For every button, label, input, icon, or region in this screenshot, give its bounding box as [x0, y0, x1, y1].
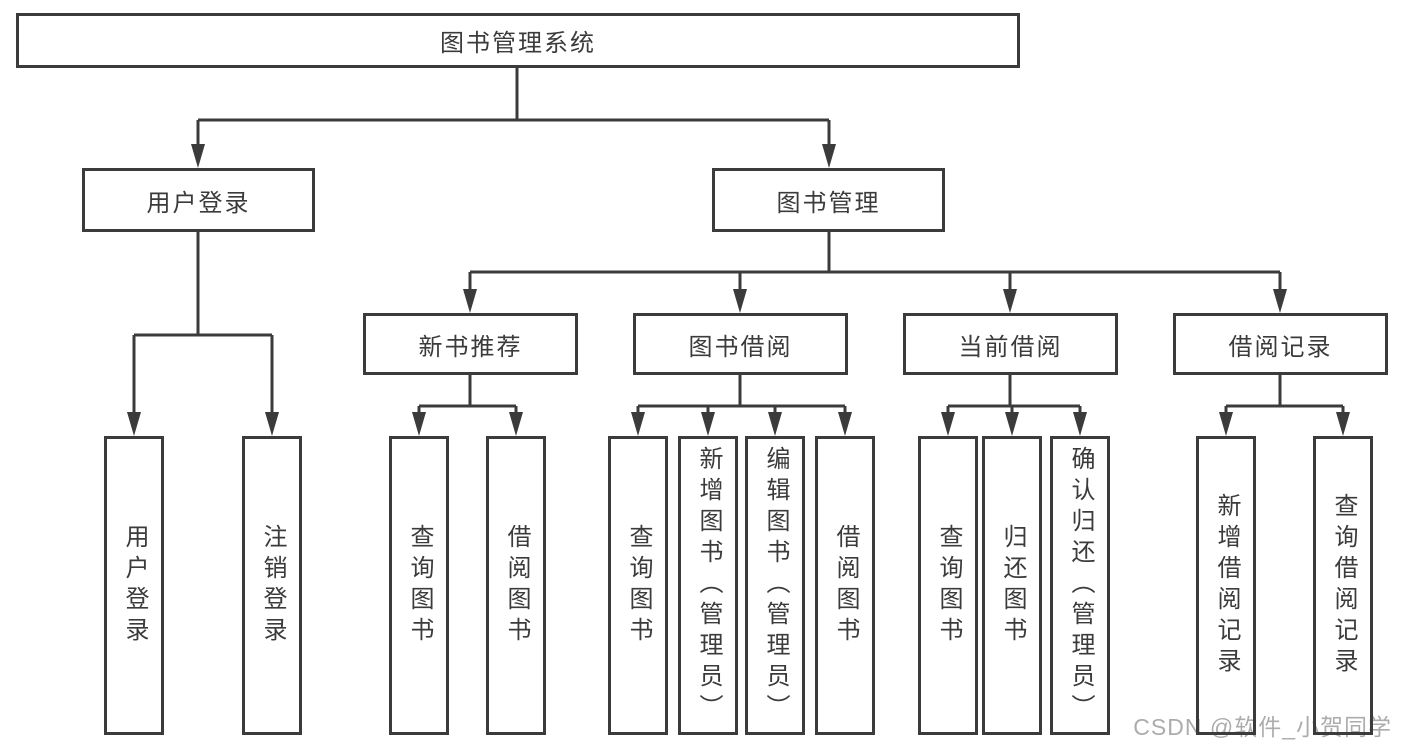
- node-leaf-query-books-2-label: 查询图书: [625, 523, 652, 648]
- node-leaf-query-books-1: 查询图书: [389, 436, 449, 735]
- arrowhead-icon: [463, 289, 477, 313]
- node-leaf-logout: 注销登录: [242, 436, 302, 735]
- connector-current-to-leaves: [946, 375, 1082, 428]
- arrowhead-icon: [701, 412, 715, 436]
- node-current-borrowing-label: 当前借阅: [958, 333, 1063, 361]
- node-leaf-query-borrow-record-label: 查询借阅记录: [1330, 492, 1357, 679]
- node-leaf-query-books-2: 查询图书: [608, 436, 668, 735]
- connector-mgmt-to-level3: [468, 232, 1282, 305]
- node-leaf-borrow-books-2-label: 借阅图书: [832, 523, 859, 648]
- node-leaf-user-login-label: 用户登录: [121, 523, 148, 648]
- node-leaf-user-login: 用户登录: [104, 436, 164, 735]
- node-new-book-recommend: 新书推荐: [363, 313, 578, 375]
- node-leaf-return-books-label: 归还图书: [999, 523, 1026, 648]
- node-leaf-query-books-1-label: 查询图书: [406, 523, 433, 648]
- node-leaf-add-borrow-record: 新增借阅记录: [1196, 436, 1256, 735]
- node-root: 图书管理系统: [16, 13, 1020, 68]
- arrowhead-icon: [1273, 289, 1287, 313]
- node-new-book-recommend-label: 新书推荐: [418, 333, 523, 361]
- node-leaf-borrow-books-1-label: 借阅图书: [503, 523, 530, 648]
- node-leaf-borrow-books-2: 借阅图书: [815, 436, 875, 735]
- node-leaf-return-books: 归还图书: [982, 436, 1042, 735]
- node-leaf-add-borrow-record-label: 新增借阅记录: [1213, 492, 1240, 679]
- node-leaf-query-books-3: 查询图书: [918, 436, 978, 735]
- connector-newbook-to-leaves: [417, 375, 518, 428]
- node-book-management-label: 图书管理: [776, 189, 881, 217]
- node-leaf-logout-label: 注销登录: [259, 523, 286, 648]
- node-leaf-query-borrow-record: 查询借阅记录: [1313, 436, 1373, 735]
- node-book-management: 图书管理: [712, 168, 945, 232]
- arrowhead-icon: [838, 412, 852, 436]
- node-user-login: 用户登录: [82, 168, 315, 232]
- node-root-label: 图书管理系统: [440, 30, 596, 57]
- node-book-borrowing-label: 图书借阅: [688, 333, 793, 361]
- node-leaf-edit-books-admin: 编辑图书（管理员）: [745, 436, 805, 735]
- node-book-borrowing: 图书借阅: [633, 313, 848, 375]
- arrowhead-icon: [822, 144, 836, 168]
- arrowhead-icon: [127, 412, 141, 436]
- node-borrowing-records-label: 借阅记录: [1228, 333, 1333, 361]
- arrowhead-icon: [941, 412, 955, 436]
- connector-login-to-leaves: [132, 232, 274, 428]
- node-leaf-add-books-admin: 新增图书（管理员）: [678, 436, 738, 735]
- arrowhead-icon: [733, 289, 747, 313]
- arrowhead-icon: [768, 412, 782, 436]
- csdn-watermark: CSDN @软件_小贺同学: [1133, 714, 1392, 740]
- arrowhead-icon: [631, 412, 645, 436]
- arrowhead-icon: [1336, 412, 1350, 436]
- arrowhead-icon: [1003, 289, 1017, 313]
- arrowhead-icon: [509, 412, 523, 436]
- node-leaf-add-books-admin-label: 新增图书（管理员）: [695, 446, 722, 725]
- node-leaf-borrow-books-1: 借阅图书: [486, 436, 546, 735]
- node-leaf-confirm-return-admin-label: 确认归还（管理员）: [1067, 446, 1094, 725]
- connector-records-to-leaves: [1224, 375, 1345, 428]
- arrowhead-icon: [412, 412, 426, 436]
- node-user-login-label: 用户登录: [146, 189, 251, 217]
- arrowhead-icon: [191, 144, 205, 168]
- node-leaf-edit-books-admin-label: 编辑图书（管理员）: [762, 446, 789, 725]
- arrowhead-icon: [1219, 412, 1233, 436]
- arrowhead-icon: [1005, 412, 1019, 436]
- node-current-borrowing: 当前借阅: [903, 313, 1118, 375]
- node-leaf-query-books-3-label: 查询图书: [935, 523, 962, 648]
- node-leaf-confirm-return-admin: 确认归还（管理员）: [1050, 436, 1110, 735]
- node-borrowing-records: 借阅记录: [1173, 313, 1388, 375]
- connector-borrow-to-leaves: [636, 375, 847, 428]
- connector-root-to-level2: [196, 68, 831, 158]
- arrowhead-icon: [1073, 412, 1087, 436]
- arrowhead-icon: [265, 412, 279, 436]
